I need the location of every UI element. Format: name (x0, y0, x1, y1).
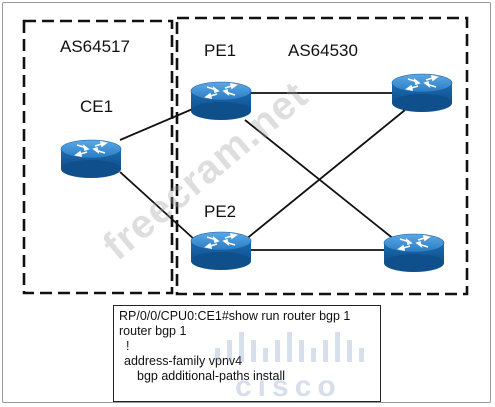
router-pe2 (190, 231, 252, 271)
cli-line-router-bgp: router bgp 1 (119, 324, 187, 338)
cli-line-address-family: address-family vpnv4 (124, 354, 243, 368)
link-ce1-pe2 (119, 171, 196, 241)
router-pe1 (190, 81, 252, 121)
router-p2 (383, 233, 445, 273)
cli-line-separator: ! (126, 339, 130, 353)
pe1-label: PE1 (204, 41, 236, 60)
router-ce1 (60, 139, 122, 179)
router-p1 (391, 73, 453, 113)
ce1-label: CE1 (80, 97, 113, 116)
as64530-label: AS64530 (288, 41, 358, 60)
pe2-label: PE2 (204, 202, 236, 221)
as64517-boundary (22, 19, 174, 295)
cli-line-command: RP/0/0/CPU0:CE1#show run router bgp 1 (119, 309, 351, 323)
link-ce1-pe1 (119, 107, 196, 141)
cli-output-box: RP/0/0/CPU0:CE1#show run router bgp 1 ro… (113, 305, 381, 402)
as64530-boundary (175, 16, 469, 296)
link-pe2-p1 (244, 109, 406, 241)
as64517-label: AS64517 (60, 37, 130, 56)
cli-line-additional-paths: bgp additional-paths install (137, 369, 286, 383)
links (119, 92, 406, 251)
